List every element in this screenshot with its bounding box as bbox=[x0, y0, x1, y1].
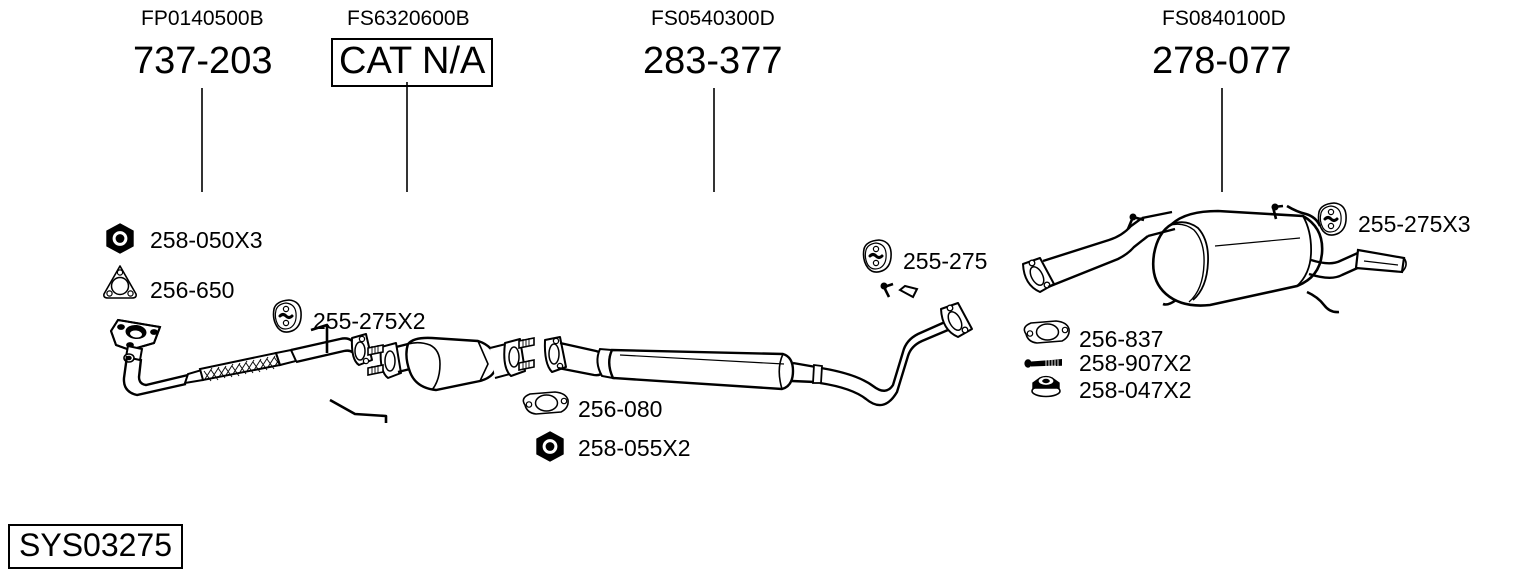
hardware-code-256-837: 256-837 bbox=[1079, 326, 1164, 352]
hardware-code-256-080: 256-080 bbox=[578, 396, 663, 422]
catalytic-converter-assembly bbox=[367, 336, 535, 392]
hardware-code-258-907X2: 258-907X2 bbox=[1079, 350, 1192, 376]
hardware-code-256-650: 256-650 bbox=[150, 277, 235, 303]
hardware-code-258-050X3: 258-050X3 bbox=[150, 227, 263, 253]
long-bolt-icon-258-907X2 bbox=[1024, 359, 1062, 368]
assembly-ref-catalytic-converter: FS6320600B bbox=[347, 7, 470, 30]
assembly-part-number-centre-pipe-silencer: 283-377 bbox=[643, 40, 783, 82]
oval-gasket-icon-256-837 bbox=[1023, 320, 1070, 344]
assembly-part-number-catalytic-converter: CAT N/A bbox=[331, 38, 494, 87]
oval-gasket-icon-256-080 bbox=[522, 391, 569, 415]
rubber-hanger-icon-255-275X2 bbox=[272, 299, 302, 333]
assembly-ref-front-pipe: FP0140500B bbox=[141, 7, 264, 30]
leader-lines bbox=[201, 82, 1223, 192]
front-pipe-assembly bbox=[109, 318, 388, 423]
rear-silencer-assembly bbox=[1022, 203, 1407, 314]
centre-pipe-assembly bbox=[543, 282, 973, 407]
assembly-part-number-rear-silencer: 278-077 bbox=[1152, 40, 1292, 82]
hardware-code-258-055X2: 258-055X2 bbox=[578, 435, 691, 461]
assembly-ref-centre-pipe-silencer: FS0540300D bbox=[651, 7, 775, 30]
rubber-hanger-icon-255-275X3 bbox=[1317, 202, 1347, 236]
hardware-code-258-047X2: 258-047X2 bbox=[1079, 377, 1192, 403]
rubber-hanger-icon-255-275 bbox=[862, 239, 892, 273]
hardware-code-255-275X2: 255-275X2 bbox=[313, 308, 426, 334]
hex-nut-icon-258-050X3 bbox=[106, 223, 134, 254]
assembly-part-number-front-pipe: 737-203 bbox=[133, 40, 273, 82]
hardware-code-255-275: 255-275 bbox=[903, 248, 988, 274]
hex-nut-icon-258-055X2 bbox=[536, 431, 564, 462]
assembly-ref-rear-silencer: FS0840100D bbox=[1162, 7, 1286, 30]
hardware-code-255-275X3: 255-275X3 bbox=[1358, 211, 1471, 237]
triangle-gasket-icon-256-650 bbox=[103, 265, 137, 299]
flange-nut-icon-258-047X2 bbox=[1031, 375, 1061, 398]
